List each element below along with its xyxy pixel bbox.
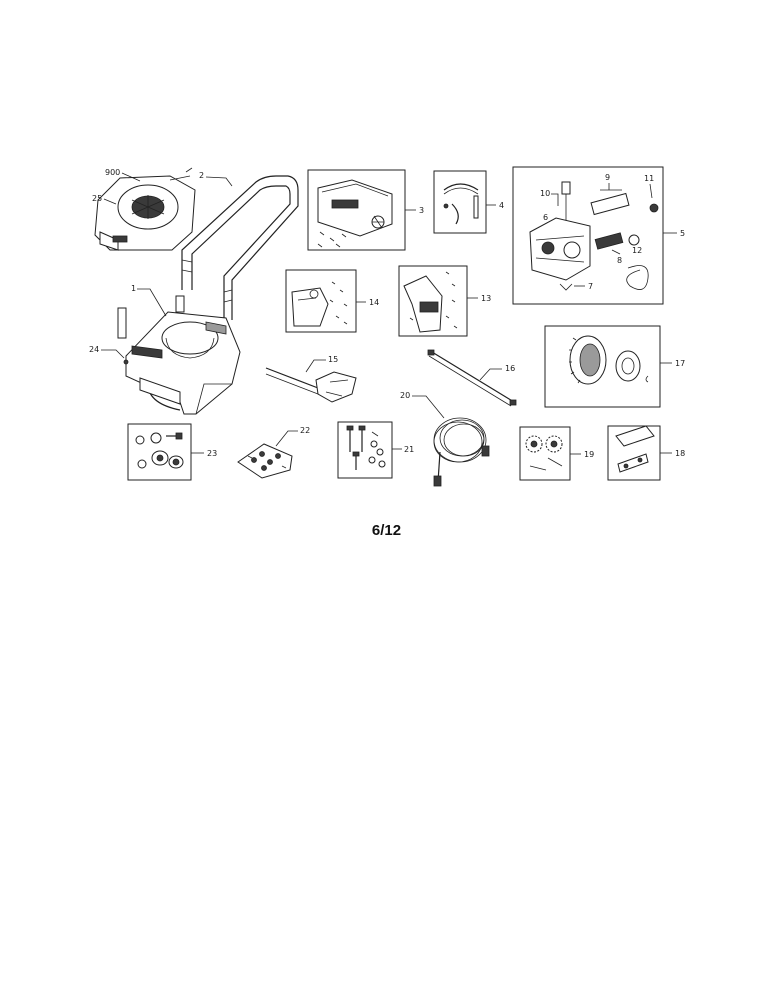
- callout-20: 20: [400, 391, 410, 400]
- box-13: [398, 265, 468, 337]
- callout-15: 15: [328, 355, 338, 364]
- callout-23: 23: [207, 449, 217, 458]
- hose-part: [443, 183, 479, 225]
- panel-part: [317, 179, 393, 248]
- axle-18-part: [615, 425, 655, 473]
- bolt-24: [123, 359, 129, 365]
- callout-21: 21: [404, 445, 414, 454]
- frame-part: [117, 295, 241, 415]
- callout-14: 14: [369, 298, 379, 307]
- callout-4: 4: [499, 201, 504, 210]
- callout-25: 25: [92, 194, 102, 203]
- handle-part: [181, 175, 299, 320]
- spray-gun-part: [265, 367, 357, 403]
- callout-11: 11: [644, 174, 654, 183]
- box-17: [544, 325, 661, 408]
- box-19: [519, 426, 571, 481]
- callout-2: 2: [199, 171, 204, 180]
- wheel-part: [569, 335, 649, 385]
- callout-1: 1: [131, 284, 136, 293]
- hose-coil-part: [433, 417, 490, 487]
- box-14: [285, 269, 357, 333]
- callout-16: 16: [505, 364, 515, 373]
- bolts-21-part: [346, 425, 386, 470]
- box-4: [433, 170, 487, 234]
- box-5: [512, 166, 664, 305]
- tank-13-part: [403, 271, 458, 333]
- hardware-bag-22-part: [237, 443, 293, 479]
- callout-13: 13: [481, 294, 491, 303]
- callout-17: 17: [675, 359, 685, 368]
- callout-22: 22: [300, 426, 310, 435]
- box-21: [337, 421, 393, 479]
- gears-19-part: [525, 435, 563, 471]
- tank-14-part: [291, 281, 348, 327]
- callout-19: 19: [584, 450, 594, 459]
- callout-7: 7: [588, 282, 593, 291]
- callout-24: 24: [89, 345, 99, 354]
- callout-5: 5: [680, 229, 685, 238]
- callout-6: 6: [543, 213, 548, 222]
- callout-18: 18: [675, 449, 685, 458]
- callout-900: 900: [105, 168, 120, 177]
- page-number: 6/12: [371, 522, 402, 539]
- wand-part: [427, 349, 517, 407]
- callout-10: 10: [540, 189, 550, 198]
- callout-9: 9: [605, 173, 610, 182]
- callout-12: 12: [632, 246, 642, 255]
- pump-part: [529, 181, 659, 291]
- box-23: [127, 423, 192, 481]
- callout-8: 8: [617, 256, 622, 265]
- hardware-23-part: [135, 432, 184, 469]
- engine-part: [94, 167, 196, 251]
- callout-3: 3: [419, 206, 424, 215]
